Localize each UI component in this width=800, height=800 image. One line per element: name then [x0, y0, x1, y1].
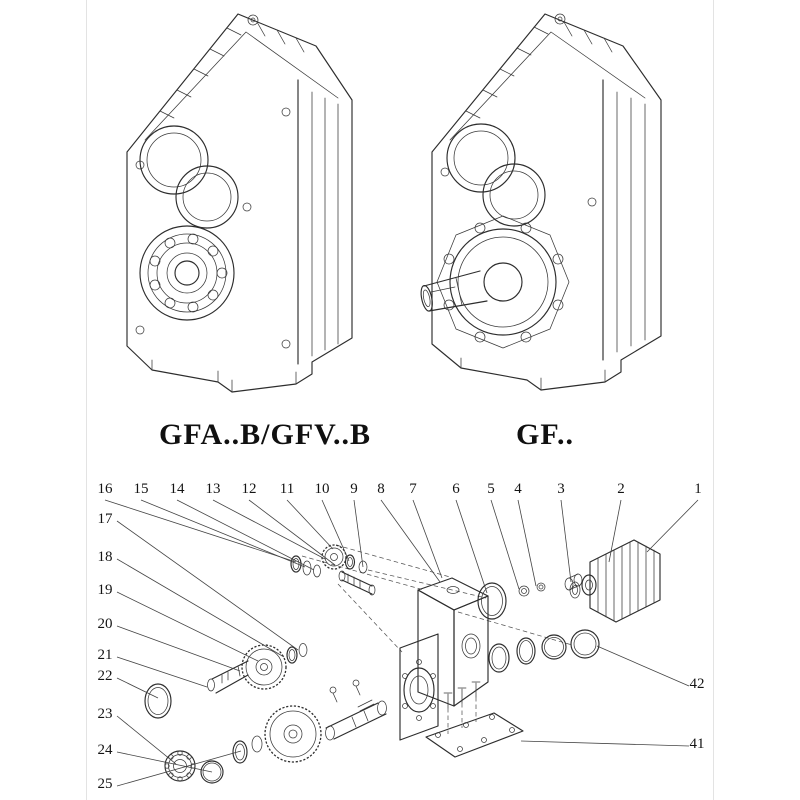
gasket-parts	[425, 681, 524, 758]
part-number-20: 20	[97, 616, 113, 632]
motor-part	[569, 539, 661, 623]
housing-part	[399, 577, 489, 741]
page-edge-right	[713, 0, 714, 800]
part-number-23: 23	[97, 706, 113, 722]
part-number-12: 12	[241, 481, 257, 497]
part-number-5: 5	[487, 481, 495, 497]
part-number-8: 8	[377, 481, 385, 497]
part-number-10: 10	[314, 481, 330, 497]
part-number-14: 14	[169, 481, 185, 497]
left-bearing-parts	[144, 683, 263, 784]
part-number-42: 42	[689, 676, 705, 692]
part-number-13: 13	[205, 481, 221, 497]
part-number-18: 18	[97, 549, 113, 565]
part-number-25: 25	[97, 776, 113, 792]
part-number-16: 16	[97, 481, 113, 497]
part-number-21: 21	[97, 647, 113, 663]
part-number-24: 24	[97, 742, 113, 758]
part-number-2: 2	[617, 481, 625, 497]
part-number-19: 19	[97, 582, 113, 598]
part-number-41: 41	[689, 736, 705, 752]
part-number-15: 15	[133, 481, 149, 497]
part-number-11: 11	[279, 481, 295, 497]
model-caption-left: GFA..B/GFV..B	[159, 418, 371, 451]
input-pinion-parts	[290, 544, 376, 596]
part-number-1: 1	[694, 481, 702, 497]
part-number-17: 17	[97, 511, 113, 527]
page-edge-left	[86, 0, 87, 800]
part-number-6: 6	[452, 481, 460, 497]
part-number-7: 7	[409, 481, 417, 497]
output-rings	[488, 629, 600, 673]
output-gear-parts	[264, 679, 387, 763]
gearbox-left-drawing	[126, 13, 353, 393]
input-side-parts	[477, 573, 583, 620]
model-caption-right: GF..	[516, 418, 574, 451]
part-number-4: 4	[514, 481, 522, 497]
gearbox-right-drawing	[420, 13, 662, 391]
leader-lines	[104, 499, 699, 787]
part-number-22: 22	[97, 668, 113, 684]
exploded-view-drawing	[104, 499, 699, 787]
intermediate-gear-parts	[207, 643, 308, 694]
part-number-3: 3	[557, 481, 565, 497]
construction-lines	[301, 544, 573, 653]
part-number-9: 9	[350, 481, 358, 497]
